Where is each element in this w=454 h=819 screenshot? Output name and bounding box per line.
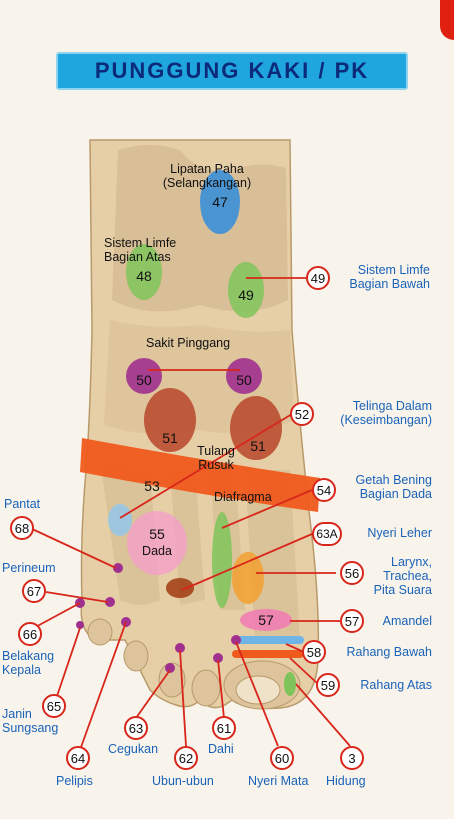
label-60: Nyeri Mata — [248, 774, 309, 788]
label-63: Cegukan — [108, 742, 159, 756]
label-51: Tulang Rusuk — [197, 444, 235, 472]
label-47: Lipatan Paha (Selangkangan) — [162, 162, 252, 190]
label-3: Hidung — [326, 774, 366, 788]
big-toe-nail — [235, 675, 281, 705]
circle-63: 63 — [124, 716, 148, 740]
label-52: Telinga Dalam (Keseimbangan) — [340, 399, 432, 427]
red-corner-tab — [440, 0, 454, 40]
label-63a: Nyeri Leher — [367, 526, 432, 540]
reflex-dots — [75, 563, 241, 673]
dot-63 — [165, 663, 175, 673]
circle-57: 57 — [340, 609, 364, 633]
circle-68: 68 — [10, 516, 34, 540]
label-57: Amandel — [382, 614, 432, 628]
num-48: 48 — [136, 268, 152, 284]
dot-62 — [175, 643, 185, 653]
third-toe — [158, 662, 186, 698]
zone-59-toe — [284, 672, 296, 696]
num-55: 55 — [149, 526, 165, 542]
dot-68 — [113, 563, 123, 573]
label-50: Sakit Pinggang — [146, 336, 231, 350]
circle-54: 54 — [312, 478, 336, 502]
zone-58 — [232, 636, 304, 644]
zone-56 — [232, 552, 264, 604]
page-title: PUNGGUNG KAKI / PK — [94, 58, 370, 83]
num-47: 47 — [212, 194, 228, 210]
circle-67: 67 — [22, 579, 46, 603]
label-64: Pelipis — [56, 774, 93, 788]
circle-65: 65 — [42, 694, 66, 718]
label-67: Perineum — [2, 561, 56, 575]
label-48: Sistem Limfe Bagian Atas — [104, 236, 177, 264]
zone-68-tone — [108, 504, 132, 536]
label-49: Sistem Limfe Bagian Bawah — [349, 263, 430, 291]
num-57-zone: 57 — [258, 612, 274, 628]
circle-63a: 63A — [312, 522, 342, 546]
title-banner: PUNGGUNG KAKI / PK — [56, 52, 408, 90]
label-55: Dada — [142, 544, 172, 558]
callout-lines — [29, 277, 351, 751]
zone-47 — [200, 170, 240, 234]
circle-49: 49 — [306, 266, 330, 290]
circle-62: 62 — [174, 746, 198, 770]
circle-52: 52 — [290, 402, 314, 426]
zone-48 — [126, 244, 162, 300]
circle-60: 60 — [270, 746, 294, 770]
zone-49 — [228, 262, 264, 318]
zone-53-diaphragm — [80, 438, 320, 512]
zone-57 — [240, 609, 292, 631]
dot-65 — [76, 621, 84, 629]
label-61: Dahi — [208, 742, 234, 756]
zone-54 — [212, 512, 232, 608]
circle-61: 61 — [212, 716, 236, 740]
label-59: Rahang Atas — [360, 678, 432, 692]
num-49: 49 — [238, 287, 254, 303]
circle-59: 59 — [316, 673, 340, 697]
second-toe — [191, 669, 221, 707]
zone-throat — [166, 578, 194, 598]
label-62: Ubun-ubun — [152, 774, 214, 788]
num-53: 53 — [144, 478, 160, 494]
fourth-toe — [123, 640, 149, 672]
num-51-right: 51 — [250, 438, 266, 454]
label-56: Larynx, Trachea, Pita Suara — [373, 555, 432, 597]
zone-50-left — [126, 358, 162, 394]
dot-60 — [231, 635, 241, 645]
label-58: Rahang Bawah — [346, 645, 432, 659]
num-51-left: 51 — [162, 430, 178, 446]
metatarsal-bones — [100, 460, 300, 640]
fifth-toe — [87, 618, 113, 646]
label-54: Getah Bening Bagian Dada — [355, 473, 432, 501]
zone-55 — [127, 511, 187, 575]
label-68: Pantat — [4, 497, 41, 511]
zone-50-right — [226, 358, 262, 394]
num-50-left: 50 — [136, 372, 152, 388]
label-53: Diafragma — [214, 490, 272, 504]
dot-67 — [105, 597, 115, 607]
label-66: Belakang Kepala — [2, 649, 55, 677]
circle-58: 58 — [302, 640, 326, 664]
zone-59 — [232, 650, 304, 658]
label-65: Janin Sungsang — [2, 707, 59, 735]
zone-51-left — [144, 388, 196, 452]
dot-61 — [213, 653, 223, 663]
circle-66: 66 — [18, 622, 42, 646]
circle-64: 64 — [66, 746, 90, 770]
circle-3: 3 — [340, 746, 364, 770]
num-50-right: 50 — [236, 372, 252, 388]
circle-56: 56 — [340, 561, 364, 585]
